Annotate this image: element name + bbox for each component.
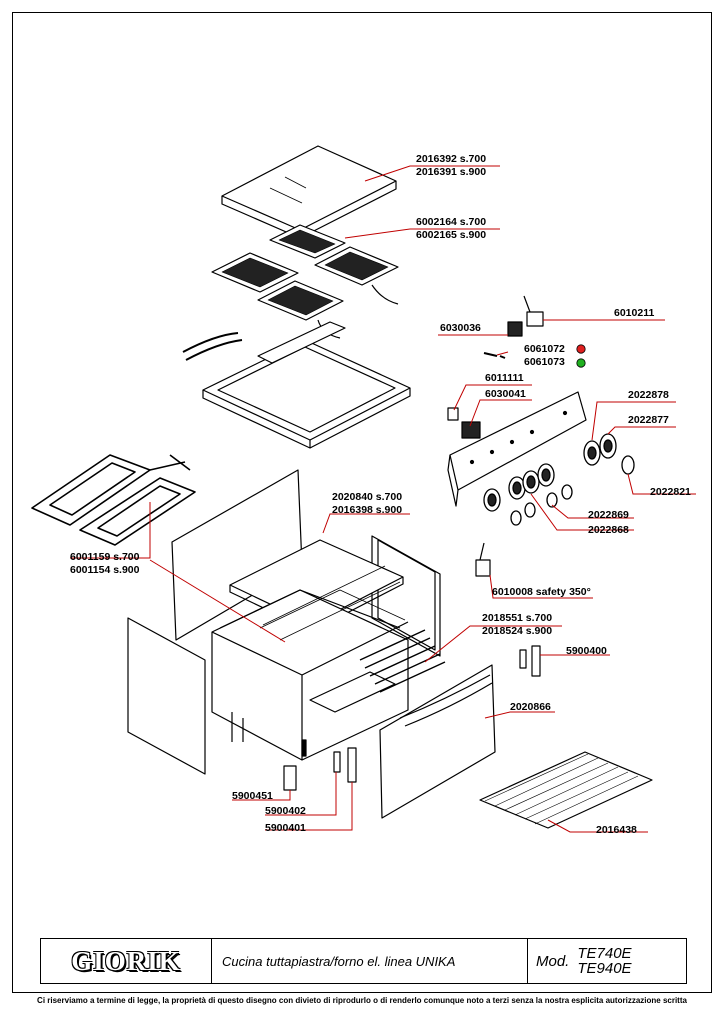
indicator-lights — [576, 344, 586, 368]
control-panel — [447, 391, 587, 507]
drawing-frame — [12, 12, 712, 993]
part-label-2016438: 2016438 — [596, 824, 637, 836]
part-label-6011111: 6011111 — [485, 372, 524, 384]
oven-grid-rack — [479, 751, 653, 829]
drawing-description: Cucina tuttapiastra/forno el. linea UNIK… — [212, 939, 528, 983]
oven-rack-rails — [359, 629, 446, 693]
leader-lines — [70, 165, 696, 833]
part-label-6030036: 6030036 — [440, 322, 481, 334]
part-label-2020866: 2020866 — [510, 701, 551, 713]
electrical-components — [283, 295, 544, 791]
part-label-2022878: 2022878 — [628, 389, 669, 401]
model-codes: TE740E TE940E — [577, 946, 631, 976]
part-label-2022821: 2022821 — [650, 486, 691, 498]
part-label-5900400: 5900400 — [566, 645, 607, 657]
part-label-2022868: 2022868 — [588, 524, 629, 536]
heating-elements — [211, 224, 399, 339]
part-label-6010008: 6010008 safety 350° — [492, 586, 591, 598]
part-label-2022869: 2022869 — [588, 509, 629, 521]
part-label-5900402: 5900402 — [265, 805, 306, 817]
part-label-5900401: 5900401 — [265, 822, 306, 834]
control-knobs — [483, 433, 635, 526]
model-label: Mod. — [536, 952, 570, 970]
oven-body — [211, 565, 409, 761]
top-frame — [182, 321, 411, 449]
giorik-logo: GIORIK — [71, 945, 181, 976]
part-label-6061073: 6061073 — [524, 356, 565, 368]
copyright-disclaimer: Ci riserviamo a termine di legge, la pro… — [37, 996, 687, 1005]
title-block: GIORIK Cucina tuttapiastra/forno el. lin… — [40, 938, 687, 984]
left-front-panel — [127, 617, 206, 775]
part-label-6010211: 6010211 — [614, 307, 655, 319]
part-label-6030041: 6030041 — [485, 388, 526, 400]
part-label-6061072: 6061072 — [524, 343, 565, 355]
model-cell: Mod. TE740E TE940E — [528, 939, 686, 983]
oven-door — [379, 664, 496, 819]
hotplate-top — [221, 145, 397, 239]
part-label-5900451: 5900451 — [232, 790, 273, 802]
model-code: TE940E — [577, 960, 632, 977]
oven-heater-rack — [31, 454, 196, 546]
logo-cell: GIORIK — [41, 939, 212, 983]
model-code: TE740E — [577, 945, 632, 962]
part-label-2022877: 2022877 — [628, 414, 669, 426]
